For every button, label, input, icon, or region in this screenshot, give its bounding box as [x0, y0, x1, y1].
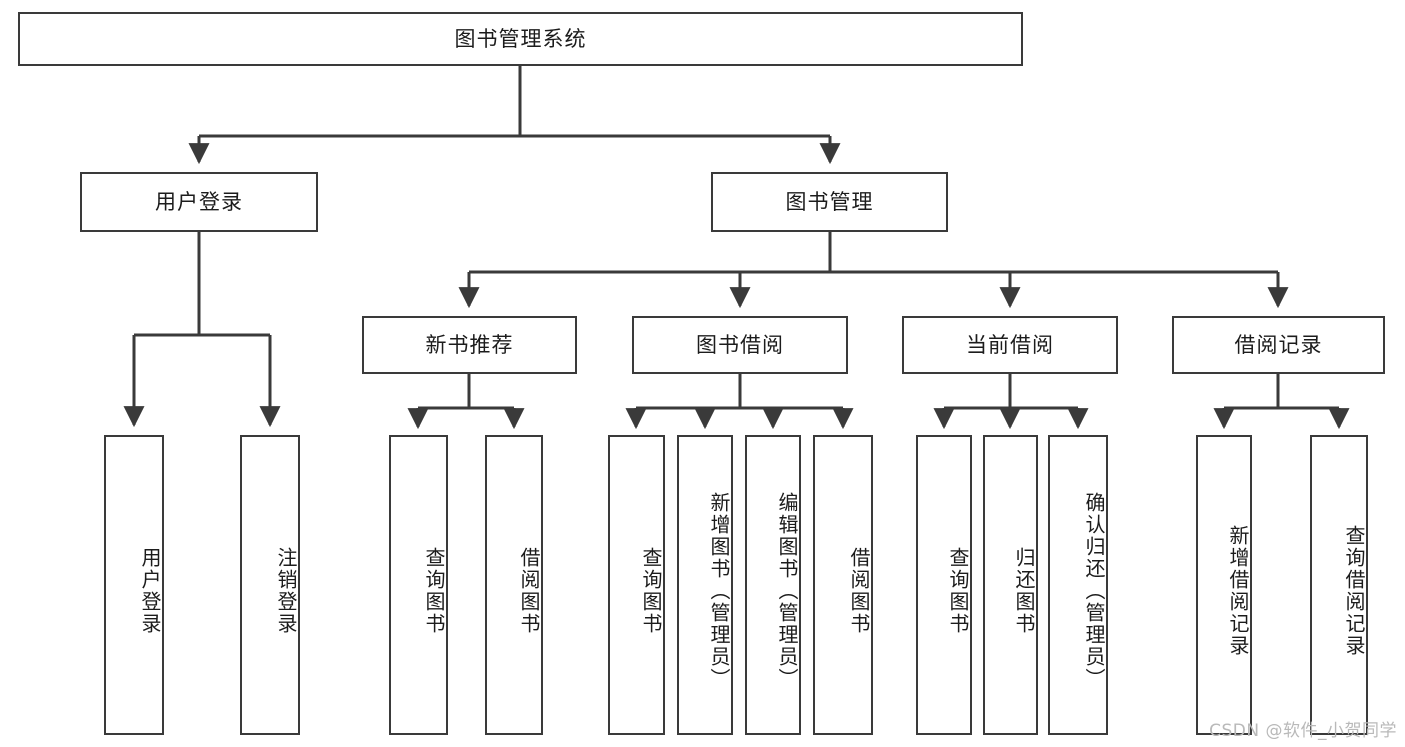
node-leaf-query-book-1-label: 查询图书	[422, 547, 446, 635]
watermark: CSDN @软件_小贺同学	[1209, 721, 1397, 741]
node-leaf-edit-book-label: 编辑图书（管理员）	[775, 492, 799, 690]
node-leaf-borrow-book-2[interactable]: 借阅图书	[813, 435, 873, 735]
node-leaf-logout[interactable]: 注销登录	[240, 435, 300, 735]
node-leaf-logout-label: 注销登录	[274, 547, 298, 635]
node-leaf-query-book-1[interactable]: 查询图书	[389, 435, 448, 735]
node-book-manage[interactable]: 图书管理	[711, 172, 948, 232]
node-leaf-user-login-label: 用户登录	[138, 547, 162, 635]
node-new-book-recommend[interactable]: 新书推荐	[362, 316, 577, 374]
node-leaf-edit-book[interactable]: 编辑图书（管理员）	[745, 435, 801, 735]
node-leaf-query-book-3-label: 查询图书	[946, 547, 970, 635]
node-root-label: 图书管理系统	[454, 26, 587, 51]
node-user-login-label: 用户登录	[155, 189, 243, 214]
node-leaf-add-record-label: 新增借阅记录	[1226, 525, 1250, 657]
node-leaf-query-record[interactable]: 查询借阅记录	[1310, 435, 1368, 735]
node-leaf-query-book-3[interactable]: 查询图书	[916, 435, 972, 735]
node-leaf-query-record-label: 查询借阅记录	[1342, 525, 1366, 657]
node-leaf-confirm-return-label: 确认归还（管理员）	[1082, 492, 1106, 690]
node-leaf-user-login[interactable]: 用户登录	[104, 435, 164, 735]
node-leaf-confirm-return[interactable]: 确认归还（管理员）	[1048, 435, 1108, 735]
node-new-book-recommend-label: 新书推荐	[425, 332, 514, 357]
node-borrow-record[interactable]: 借阅记录	[1172, 316, 1385, 374]
node-leaf-borrow-book-2-label: 借阅图书	[847, 547, 871, 635]
node-book-manage-label: 图书管理	[785, 189, 874, 214]
node-current-borrow-label: 当前借阅	[966, 332, 1054, 357]
node-borrow-record-label: 借阅记录	[1234, 332, 1323, 357]
node-current-borrow[interactable]: 当前借阅	[902, 316, 1118, 374]
node-leaf-return-book[interactable]: 归还图书	[983, 435, 1038, 735]
node-leaf-borrow-book-1[interactable]: 借阅图书	[485, 435, 543, 735]
node-leaf-borrow-book-1-label: 借阅图书	[517, 547, 541, 635]
node-book-borrow-label: 图书借阅	[696, 332, 784, 357]
node-book-borrow[interactable]: 图书借阅	[632, 316, 848, 374]
node-leaf-add-book-label: 新增图书（管理员）	[707, 492, 731, 690]
node-leaf-query-book-2-label: 查询图书	[639, 547, 663, 635]
node-leaf-query-book-2[interactable]: 查询图书	[608, 435, 665, 735]
node-leaf-add-book[interactable]: 新增图书（管理员）	[677, 435, 733, 735]
node-leaf-return-book-label: 归还图书	[1012, 547, 1036, 635]
node-leaf-add-record[interactable]: 新增借阅记录	[1196, 435, 1252, 735]
node-user-login[interactable]: 用户登录	[80, 172, 318, 232]
node-root[interactable]: 图书管理系统	[18, 12, 1023, 66]
